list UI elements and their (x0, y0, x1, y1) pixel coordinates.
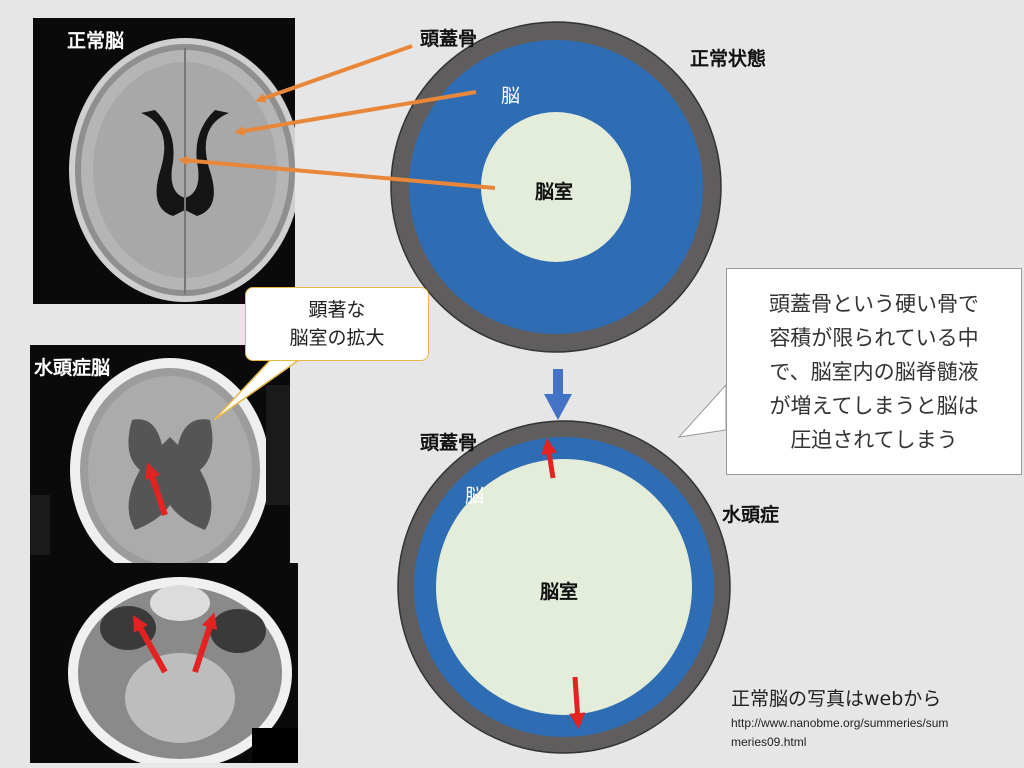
hydrocephalus-ct-upper-image: 水頭症脳 (30, 345, 290, 563)
photo-credit: 正常脳の写真はwebから http://www.nanobme.org/summ… (731, 686, 948, 752)
hydrocephalus-diagram (397, 420, 731, 754)
note-box-tail (677, 383, 727, 438)
hydro-brain-label: 脳 (465, 485, 485, 507)
callout-ventricle-enlargement: 顕著な 脳室の拡大 (245, 287, 429, 361)
hydro-red-arrow-top (541, 438, 558, 479)
down-arrow (544, 369, 572, 420)
note-line-1: 頭蓋骨という硬い骨で (769, 291, 979, 316)
ct-lower-red-arrow-right (192, 612, 218, 673)
normal-ventricle-label: 脳室 (535, 181, 574, 203)
normal-brain-mri-drawing (69, 38, 295, 302)
ct-upper-red-arrow (144, 462, 168, 516)
hydrocephalus-ct-lower-image (30, 563, 298, 763)
hydro-ventricle-circle (436, 459, 692, 715)
brain-pointer-arrow (234, 90, 477, 136)
callout-line1: 顕著な (308, 299, 366, 321)
hydro-state-label: 水頭症 (722, 504, 780, 526)
credit-line1: 正常脳の写真はwebから (731, 688, 942, 710)
skull-pointer-arrow (255, 44, 413, 103)
normal-brain-mri-image: 正常脳 (33, 18, 295, 304)
hydrocephalus-brain-label: 水頭症脳 (34, 357, 111, 379)
normal-brain-label: 正常脳 (67, 30, 125, 52)
note-line-2: 容積が限られている中 (769, 325, 979, 350)
hydro-red-arrow-bottom (569, 676, 586, 729)
ct-lower-red-arrow-left (133, 615, 168, 674)
credit-url-line1: http://www.nanobme.org/summeries/sum (731, 716, 949, 730)
hydro-skull-label: 頭蓋骨 (420, 432, 478, 454)
normal-state-label: 正常状態 (690, 48, 767, 70)
normal-brain-label: 脳 (501, 85, 521, 107)
hydrocephalus-ct-lower-drawing (68, 577, 298, 763)
normal-state-diagram (390, 21, 722, 353)
ventricle-pointer-arrow (178, 155, 496, 190)
explanation-note: 頭蓋骨という硬い骨で 容積が限られている中 で、脳室内の脳脊髄液 が増えてしまう… (726, 268, 1022, 475)
note-line-5: 圧迫されてしまう (790, 427, 958, 452)
hydrocephalus-ct-upper-drawing (30, 358, 290, 563)
note-line-4: が増えてしまうと脳は (769, 393, 979, 418)
callout-line2: 脳室の拡大 (289, 327, 385, 349)
normal-ventricle-circle (481, 112, 631, 262)
normal-skull-label: 頭蓋骨 (420, 28, 478, 50)
hydro-ventricle-label: 脳室 (540, 581, 579, 603)
credit-url-line2: meries09.html (731, 735, 807, 749)
note-line-3: で、脳室内の脳脊髄液 (769, 359, 979, 384)
callout-left-tail (213, 351, 313, 421)
